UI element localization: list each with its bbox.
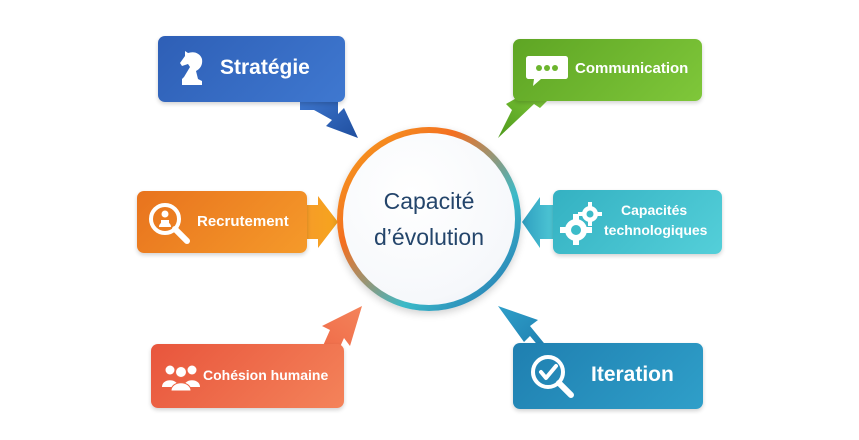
arrow-cohesion [300,306,362,356]
magnifier-person-icon [149,203,190,244]
arrow-iteration [498,306,548,348]
arrow-strategie [300,96,358,138]
gears-icon [560,202,602,245]
arrow-recrutement [300,196,338,248]
node-strategie: Stratégie [158,36,345,102]
center-title-line1: Capacité [383,188,475,214]
node-capacites-technologiques: Capacités technologiques [553,190,722,254]
node-cohesion-label: Cohésion humaine [203,367,329,383]
node-capacites-label-line2: technologiques [604,222,708,238]
node-recrutement-label: Recrutement [197,213,289,230]
arrow-capacites [522,197,560,248]
node-iteration: Iteration [513,343,703,409]
arrow-communication [498,96,552,138]
magnifier-check-icon [531,355,574,398]
node-communication: Communication [513,39,702,101]
people-group-icon [162,365,200,391]
node-communication-label: Communication [575,60,689,77]
chess-knight-icon [180,51,203,85]
center-node: Capacité d’évolution [337,127,521,311]
node-iteration-label: Iteration [591,363,674,386]
node-capacites-label-line1: Capacités [621,202,688,218]
speech-bubble-icon [526,56,568,86]
center-node-body: Capacité d’évolution [343,133,515,305]
node-strategie-label: Stratégie [220,56,310,79]
node-cohesion-humaine: Cohésion humaine [151,344,344,408]
center-title-line2: d’évolution [374,224,484,250]
node-recrutement: Recrutement [137,191,307,253]
